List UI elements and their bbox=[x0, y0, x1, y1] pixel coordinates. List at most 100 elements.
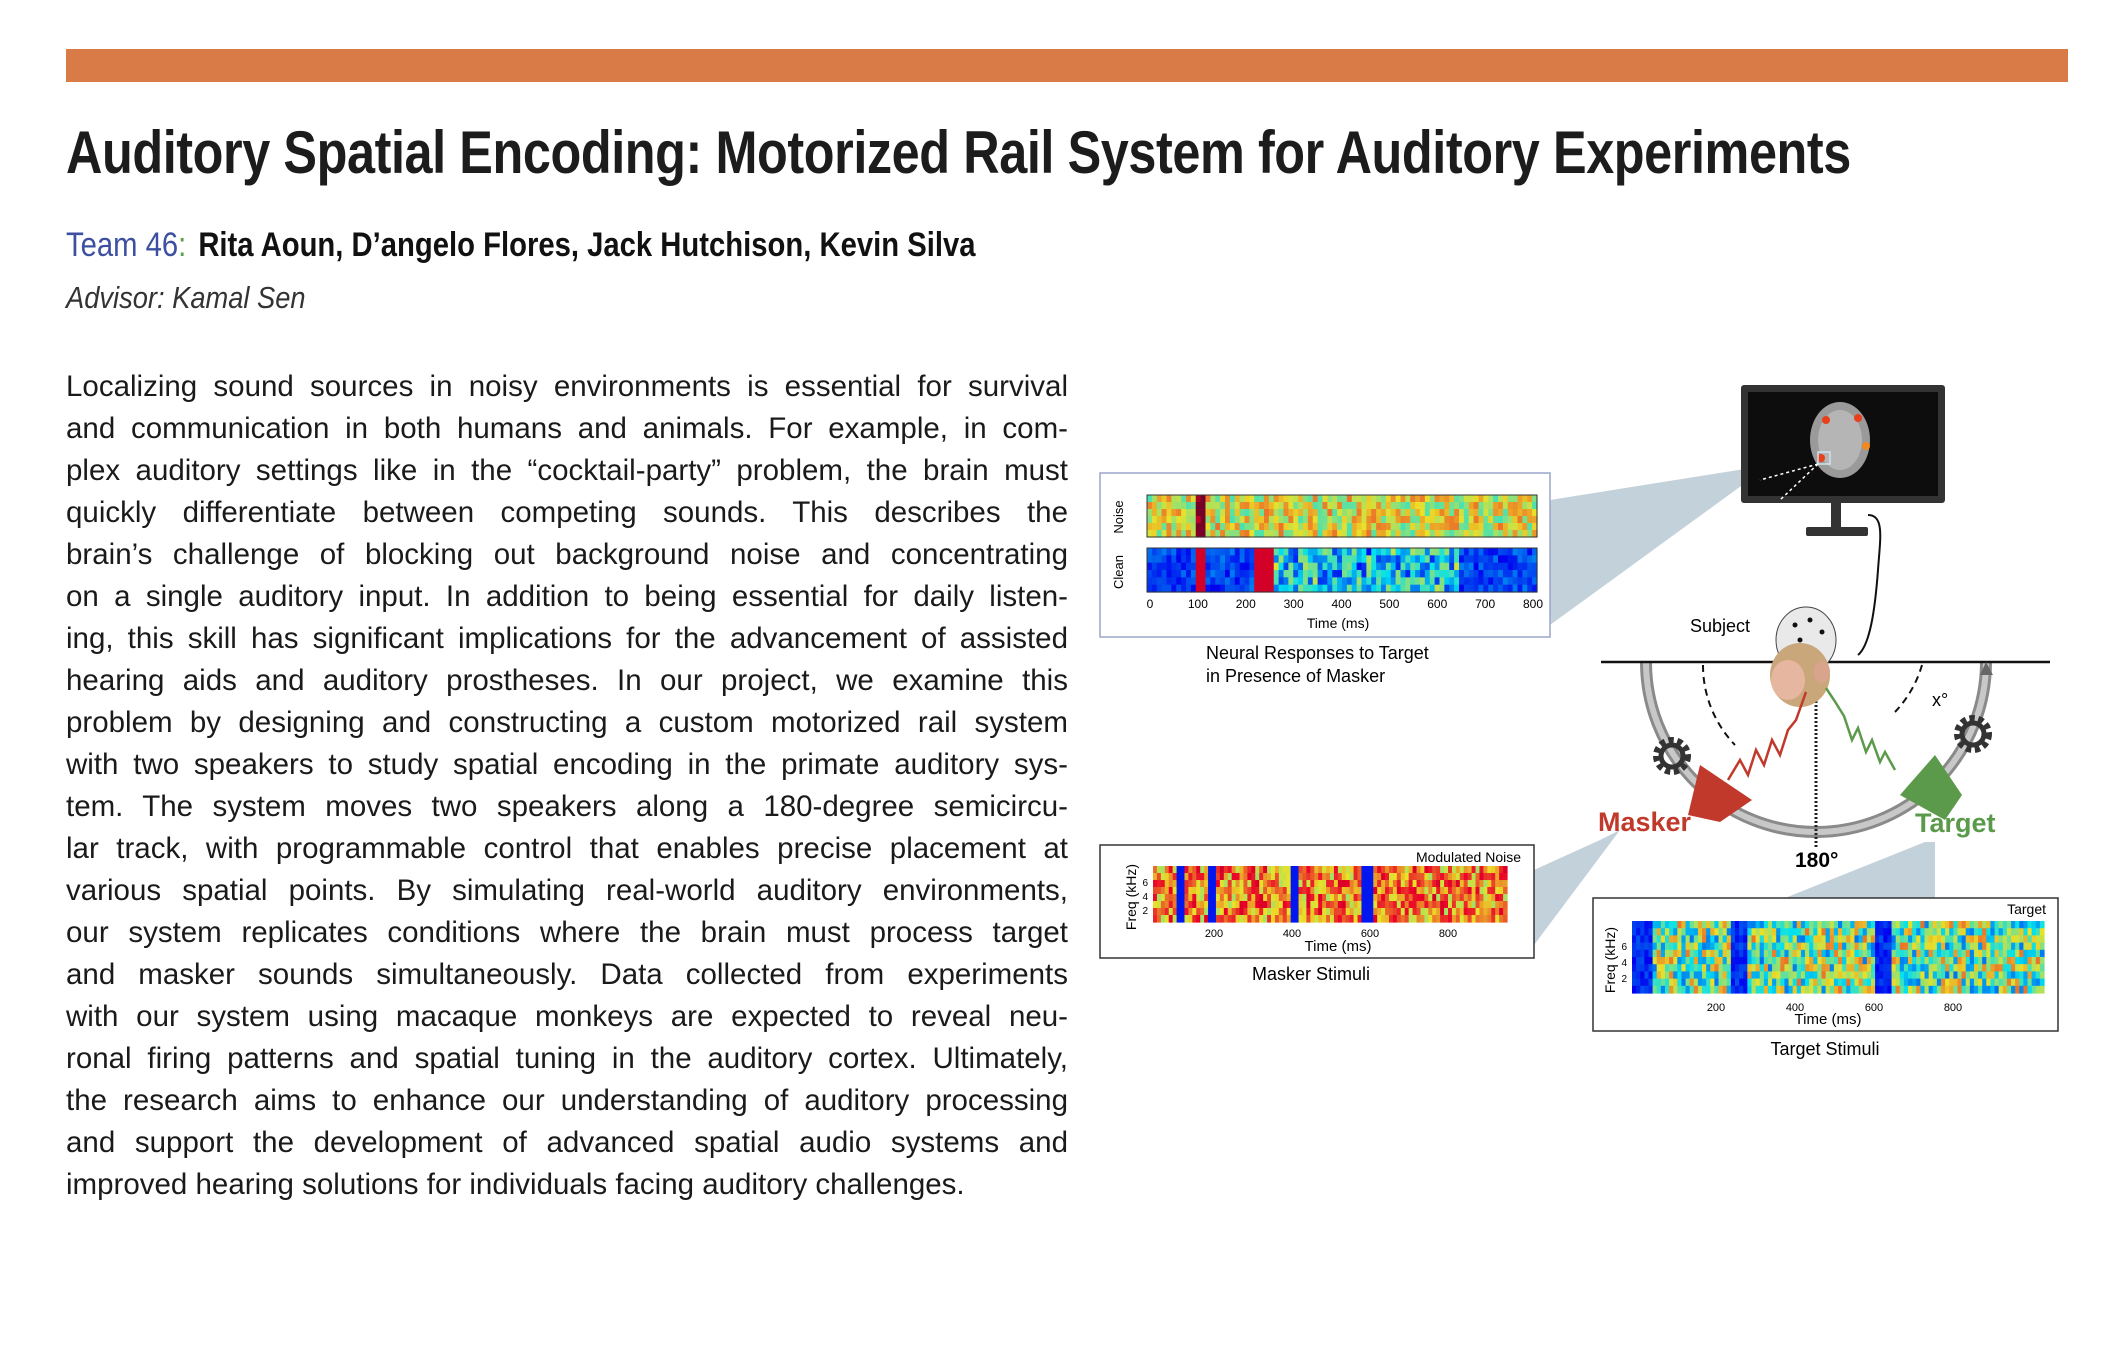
heatmap-cell bbox=[1463, 570, 1470, 578]
heatmap-cell bbox=[1298, 880, 1304, 888]
heatmap-cell bbox=[1953, 942, 1959, 951]
heatmap-cell bbox=[1196, 880, 1201, 888]
heatmap-cell bbox=[1271, 908, 1276, 916]
heatmap-cell bbox=[1866, 921, 1872, 929]
heatmap-cell bbox=[1499, 880, 1504, 888]
heatmap-cell bbox=[1234, 509, 1241, 517]
heatmap-cell bbox=[1821, 971, 1827, 980]
heatmap-cell bbox=[1459, 894, 1465, 902]
heatmap-cell bbox=[1994, 935, 2000, 944]
heatmap-cell bbox=[1392, 880, 1398, 888]
heatmap-cell bbox=[1483, 894, 1488, 902]
heatmap-cell bbox=[1730, 921, 1736, 929]
heatmap-cell bbox=[1345, 866, 1351, 874]
heatmap-cell bbox=[1290, 866, 1296, 874]
heatmap-cell bbox=[1895, 942, 1901, 951]
heatmap-cell bbox=[1895, 949, 1901, 958]
heatmap-cell bbox=[1965, 964, 1971, 972]
heatmap-cell bbox=[1342, 509, 1348, 517]
heatmap-cell bbox=[1854, 957, 1860, 965]
heatmap-cell bbox=[1697, 921, 1703, 929]
heatmap-cell bbox=[1990, 949, 1996, 958]
heatmap-cell bbox=[1231, 908, 1237, 916]
heatmap-cell bbox=[1181, 516, 1187, 524]
heatmap-cell bbox=[1181, 570, 1187, 578]
heatmap-cell bbox=[1924, 942, 1930, 951]
heatmap-cell bbox=[1503, 887, 1508, 895]
heatmap-cell bbox=[1805, 985, 1810, 994]
heatmap-cell bbox=[1263, 894, 1268, 902]
heatmap-cell bbox=[1673, 928, 1678, 936]
heatmap-cell bbox=[1298, 894, 1304, 902]
heatmap-cell bbox=[1730, 971, 1736, 980]
heatmap-cell bbox=[1244, 577, 1250, 586]
heatmap-cell bbox=[1792, 971, 1798, 980]
heatmap-cell bbox=[1916, 928, 1921, 936]
heatmap-cell bbox=[1151, 548, 1158, 556]
heatmap-cell bbox=[1677, 978, 1683, 987]
center-angle-label: 180° bbox=[1795, 849, 1838, 872]
heatmap-cell bbox=[1759, 978, 1765, 987]
heatmap-cell bbox=[1356, 548, 1363, 556]
heatmap-cell bbox=[1957, 971, 1963, 980]
heatmap-cell bbox=[1229, 523, 1236, 531]
heatmap-cell bbox=[1936, 957, 1942, 965]
heatmap-cell bbox=[1225, 509, 1231, 517]
heatmap-cell bbox=[1147, 530, 1153, 538]
heatmap-cell bbox=[1454, 530, 1460, 538]
heatmap-cell bbox=[1833, 949, 1839, 958]
heatmap-cell bbox=[2023, 928, 2029, 936]
heatmap-cell bbox=[1385, 866, 1390, 874]
heatmap-cell bbox=[1424, 495, 1431, 503]
heatmap-cell bbox=[1689, 928, 1695, 936]
heatmap-cell bbox=[1220, 548, 1226, 556]
heatmap-cell bbox=[1444, 495, 1450, 503]
abstract-text: Localizing sound sources in noisy enviro… bbox=[66, 366, 1068, 1206]
heatmap-cell bbox=[1424, 873, 1429, 881]
heatmap-cell bbox=[1636, 957, 1641, 965]
heatmap-cell bbox=[1176, 570, 1182, 578]
heatmap-cell bbox=[1838, 971, 1843, 980]
heatmap-cell bbox=[2015, 935, 2020, 944]
heatmap-cell bbox=[1644, 928, 1650, 936]
heatmap-cell bbox=[1227, 887, 1233, 895]
heatmap-cell bbox=[1349, 866, 1355, 874]
heatmap-cell bbox=[1151, 584, 1158, 593]
heatmap-cell bbox=[1522, 516, 1528, 524]
heatmap-cell bbox=[1264, 577, 1270, 586]
heatmap-cell bbox=[1714, 921, 1720, 929]
heatmap-cell bbox=[1854, 935, 1860, 944]
heatmap-cell bbox=[1800, 985, 1806, 994]
heatmap-cell bbox=[1268, 509, 1275, 517]
heatmap-cell bbox=[1365, 887, 1370, 895]
heatmap-cell bbox=[1640, 928, 1645, 936]
heatmap-cell bbox=[2019, 957, 2024, 965]
heatmap-cell bbox=[1424, 577, 1431, 586]
heatmap-cell bbox=[1444, 866, 1449, 874]
heatmap-cell bbox=[2039, 942, 2045, 951]
heatmap-cell bbox=[1303, 570, 1309, 578]
heatmap-cell bbox=[1220, 577, 1226, 586]
heatmap-cell bbox=[1385, 570, 1392, 578]
heatmap-cell bbox=[1434, 516, 1441, 524]
heatmap-cell bbox=[1788, 949, 1794, 958]
heatmap-cell bbox=[1965, 978, 1971, 987]
heatmap-cell bbox=[1821, 928, 1827, 936]
heatmap-cell bbox=[1648, 978, 1654, 987]
heatmap-cell bbox=[1478, 509, 1484, 517]
heatmap-cell bbox=[1420, 530, 1426, 538]
heatmap-cell bbox=[1200, 555, 1207, 564]
heatmap-cell bbox=[1941, 949, 1946, 958]
heatmap-cell bbox=[1829, 921, 1835, 929]
heatmap-cell bbox=[1390, 577, 1397, 586]
heatmap-cell bbox=[1990, 978, 1996, 987]
heatmap-cell bbox=[1854, 971, 1860, 980]
heatmap-cell bbox=[1527, 548, 1533, 556]
heatmap-cell bbox=[1346, 495, 1353, 503]
heatmap-cell bbox=[1961, 921, 1967, 929]
heatmap-cell bbox=[1502, 548, 1509, 556]
heatmap-cell bbox=[1491, 887, 1496, 895]
heatmap-cell bbox=[1969, 971, 1975, 980]
heatmap-cell bbox=[1846, 957, 1851, 965]
heatmap-cell bbox=[1702, 957, 1707, 965]
